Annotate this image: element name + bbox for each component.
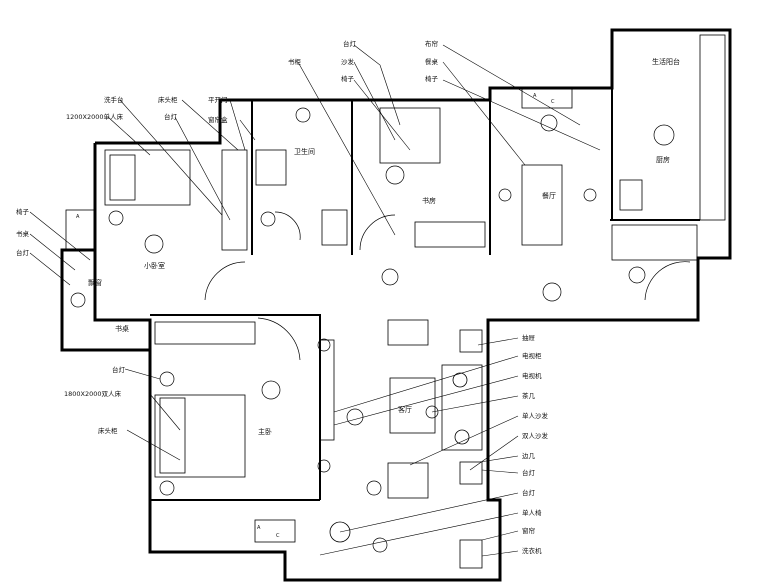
- label-chair-dining: 椅子: [425, 74, 439, 83]
- room-bay: 飘窗: [88, 278, 102, 287]
- room-kitchen: 厨房: [656, 155, 670, 164]
- label-nightstand-bedroom: 床头柜: [98, 426, 118, 435]
- label-sofa-top: 沙发: [341, 57, 355, 66]
- mark-a-bottom: A: [257, 525, 261, 531]
- label-single-chair: 单人椅: [522, 508, 542, 517]
- label-curtain-top: 布帘: [425, 39, 439, 48]
- room-study: 书房: [422, 196, 436, 205]
- label-side-table: 边几: [522, 452, 536, 460]
- room-master: 主卧: [258, 427, 272, 436]
- room-bath: 卫生间: [294, 147, 315, 156]
- labels-top: 台灯 沙发 椅子 书柜 布帘 餐桌 椅子 洗手台 床头柜 平开门 台灯 窗帘盒 …: [66, 39, 439, 124]
- label-chair-left: 椅子: [16, 207, 30, 216]
- room-names: 生活阳台 厨房 餐厅 书房 卫生间 小卧室 客厅 主卧 飘窗 书桌: [88, 57, 680, 436]
- label-lamp-left: 台灯: [16, 248, 30, 257]
- labels-right: 抽屉 电视柜 电视机 茶几 单人沙发 双人沙发 边几 台灯 台灯 单人椅 窗帘 …: [522, 333, 549, 555]
- label-nightstand-top: 床头柜: [158, 95, 178, 104]
- room-desk-area: 书桌: [115, 324, 129, 333]
- label-washbasin: 洗手台: [104, 95, 124, 104]
- label-single-sofa: 单人沙发: [522, 411, 549, 420]
- label-washer: 洗衣机: [522, 546, 542, 555]
- label-dining-table: 餐桌: [425, 57, 439, 66]
- label-single-bed: 1200X2000单人床: [66, 112, 124, 121]
- label-drawer: 抽屉: [522, 333, 536, 342]
- room-dining: 餐厅: [542, 191, 556, 200]
- label-curtain-box: 窗帘盒: [208, 115, 228, 124]
- label-double-sofa: 双人沙发: [522, 431, 549, 440]
- mark-a-top: A: [533, 93, 537, 99]
- room-small-bedroom: 小卧室: [144, 261, 165, 270]
- label-coffee-table: 茶几: [522, 391, 536, 400]
- label-lamp-top: 台灯: [343, 39, 357, 48]
- label-double-bed: 1800X2000双人床: [64, 389, 122, 398]
- label-lamp-bedroom: 台灯: [112, 365, 126, 374]
- label-tv: 电视机: [522, 371, 542, 380]
- mark-a-left: A: [76, 214, 80, 220]
- label-lamp-right-1: 台灯: [522, 468, 536, 477]
- label-tv-cabinet: 电视柜: [522, 351, 542, 360]
- label-chair-top: 椅子: [341, 74, 355, 83]
- elevation-marks: A C A C A: [76, 93, 555, 539]
- room-balcony: 生活阳台: [652, 57, 680, 66]
- labels-left: 椅子 书桌 台灯: [16, 207, 30, 257]
- label-bookcase: 书柜: [288, 57, 302, 66]
- labels-bedroom: 台灯 1800X2000双人床 床头柜: [64, 365, 126, 435]
- label-swing-door: 平开门: [208, 95, 228, 104]
- label-lamp-right-2: 台灯: [522, 488, 536, 497]
- label-desk-left: 书桌: [16, 229, 30, 238]
- mark-c-top: C: [551, 99, 555, 105]
- room-living: 客厅: [398, 405, 412, 414]
- mark-c-bottom: C: [276, 533, 280, 539]
- label-lamp-2: 台灯: [164, 112, 178, 121]
- label-curtain-right: 窗帘: [522, 526, 536, 535]
